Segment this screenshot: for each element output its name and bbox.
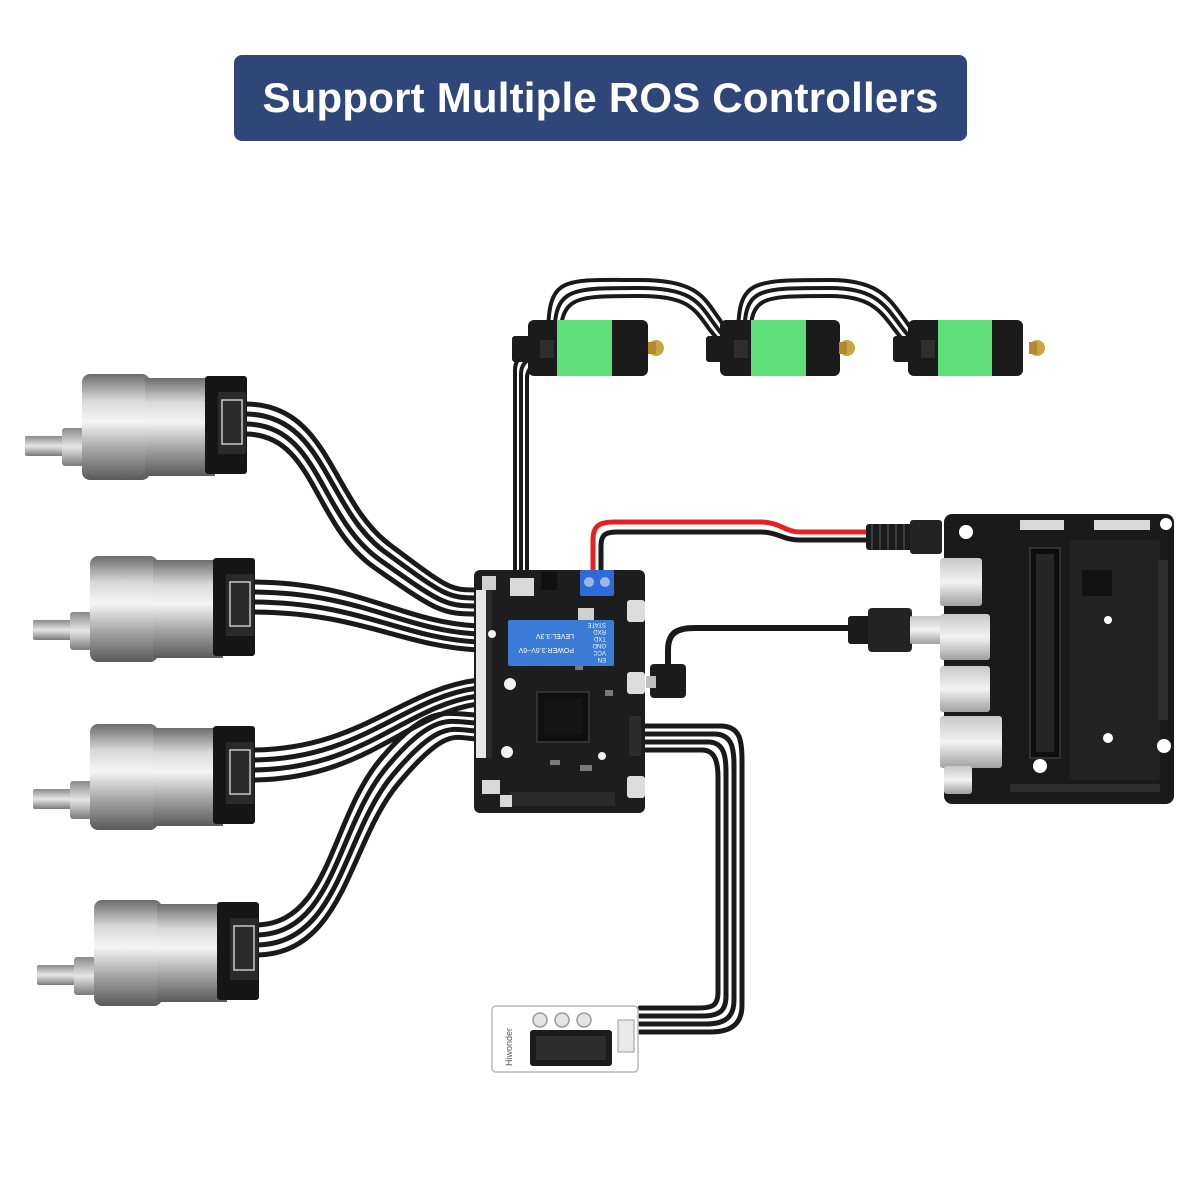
title-banner: Support Multiple ROS Controllers xyxy=(234,55,967,141)
sensor-module: Hiwonder xyxy=(491,1005,639,1073)
power-cable xyxy=(590,519,873,578)
motor-1-cable xyxy=(242,401,481,617)
usb-cable xyxy=(665,625,853,675)
sensor-cable xyxy=(637,723,745,1035)
motor-driver-board xyxy=(474,570,645,813)
bt-level-text: LEVEL:3.3V xyxy=(536,632,574,639)
bluetooth-module: POWER:3.6V~6V LEVEL:3.3V EN VCC GND TXD … xyxy=(508,620,614,666)
bt-pin-label: EN xyxy=(598,656,606,662)
motor-2-cable xyxy=(247,579,481,653)
usb-c-plug xyxy=(646,664,686,698)
bt-pin-label: GND xyxy=(592,642,606,648)
bus-servo-2 xyxy=(706,320,855,376)
bus-servo-3 xyxy=(893,320,1045,376)
bt-header-text: POWER:3.6V~6V xyxy=(518,646,574,653)
dc-gear-motor-3 xyxy=(33,724,255,830)
power-barrel-plug xyxy=(866,520,942,554)
dc-gear-motor-1 xyxy=(25,374,247,480)
bt-pin-label: STATE xyxy=(588,621,606,627)
usb-a-plug xyxy=(848,608,946,652)
bt-pin-label: VCC xyxy=(593,649,606,655)
dc-gear-motor-2 xyxy=(33,556,255,662)
title-text: Support Multiple ROS Controllers xyxy=(262,74,939,121)
dc-gear-motor-4 xyxy=(37,900,259,1006)
ros-controller-board xyxy=(940,514,1174,804)
bus-servo-1 xyxy=(512,320,664,376)
sensor-brand-label: Hiwonder xyxy=(504,1028,514,1066)
bt-pin-label: RXD xyxy=(593,628,606,634)
motor-4-cable xyxy=(252,710,481,958)
bt-pin-label: TXD xyxy=(593,635,606,641)
motor-3-cable xyxy=(247,677,481,783)
